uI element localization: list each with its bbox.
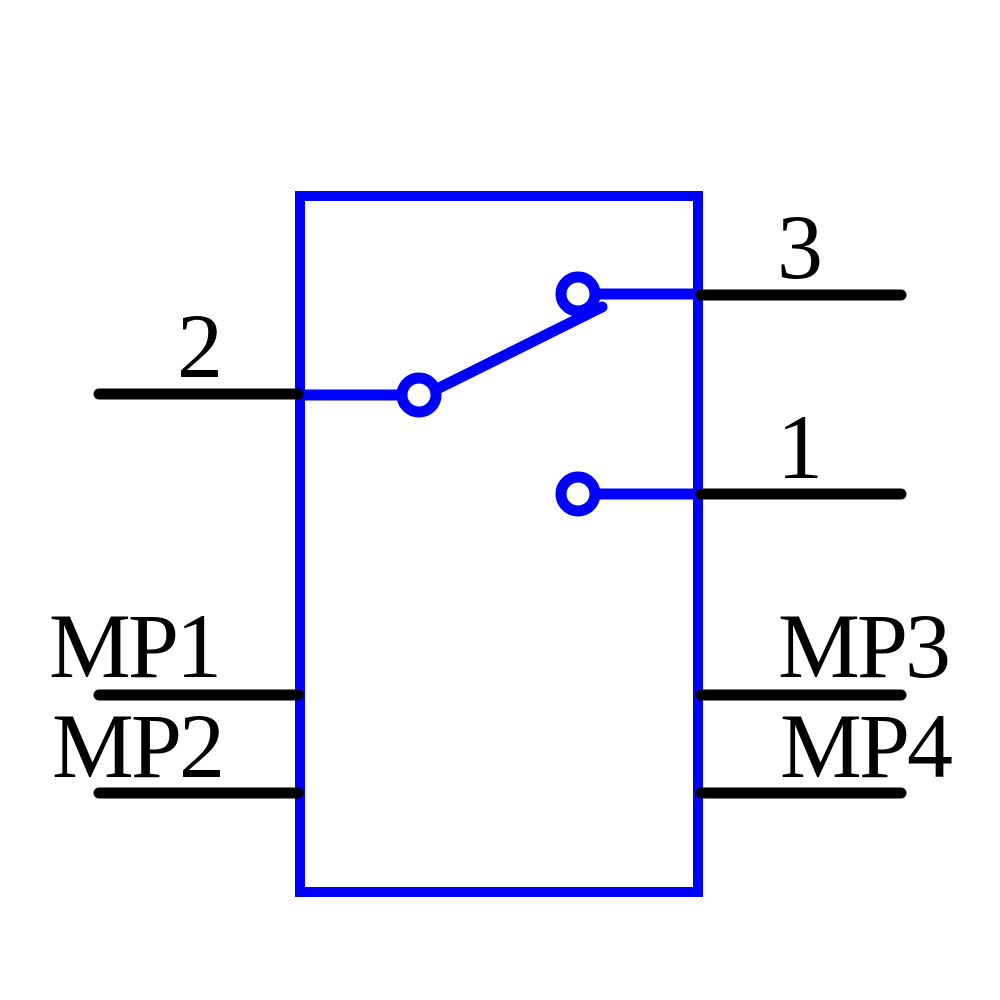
pin-mp2-label: MP2 xyxy=(52,695,222,797)
pin-mp1-label: MP1 xyxy=(49,595,219,697)
common-terminal-circle xyxy=(396,372,442,418)
switch-body-outline xyxy=(295,191,703,897)
switch-lever xyxy=(431,301,608,395)
pin-2-label: 2 xyxy=(177,295,223,397)
pin-1-label: 1 xyxy=(777,396,823,498)
pin-3-label: 3 xyxy=(777,196,823,298)
pin-mp3-label: MP3 xyxy=(778,595,948,697)
pin-mp4-label: MP4 xyxy=(780,695,952,797)
